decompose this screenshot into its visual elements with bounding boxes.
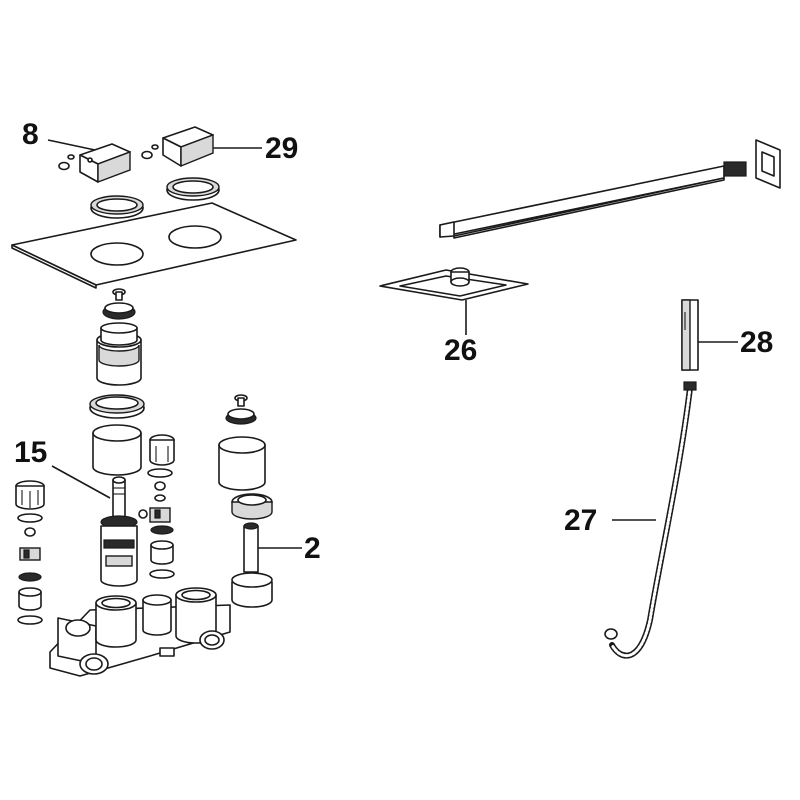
part-27-hose — [604, 381, 697, 659]
callout-29: 29 — [265, 132, 298, 165]
part-29-handle — [141, 126, 214, 168]
stack-left-column — [89, 288, 148, 587]
callout-8: 8 — [22, 118, 39, 151]
stack-far-left-parts — [15, 480, 45, 625]
stack-right-column — [218, 394, 273, 608]
callout-28: 28 — [740, 326, 773, 359]
callout-2: 2 — [304, 532, 321, 565]
part-28-hand-shower — [681, 299, 699, 371]
part-26-rain-head — [379, 267, 529, 335]
valve-body — [49, 587, 231, 677]
callout-27: 27 — [564, 504, 597, 537]
leader-15 — [51, 465, 111, 499]
trim-ring-right — [166, 177, 220, 201]
trim-ring-left — [90, 195, 144, 219]
stack-middle-parts — [147, 434, 175, 579]
leader-8 — [47, 139, 96, 151]
part-8-handle — [58, 143, 131, 184]
cover-plate — [11, 202, 297, 289]
callout-15: 15 — [14, 436, 47, 469]
shower-arm — [439, 139, 781, 239]
callout-26: 26 — [444, 334, 477, 367]
